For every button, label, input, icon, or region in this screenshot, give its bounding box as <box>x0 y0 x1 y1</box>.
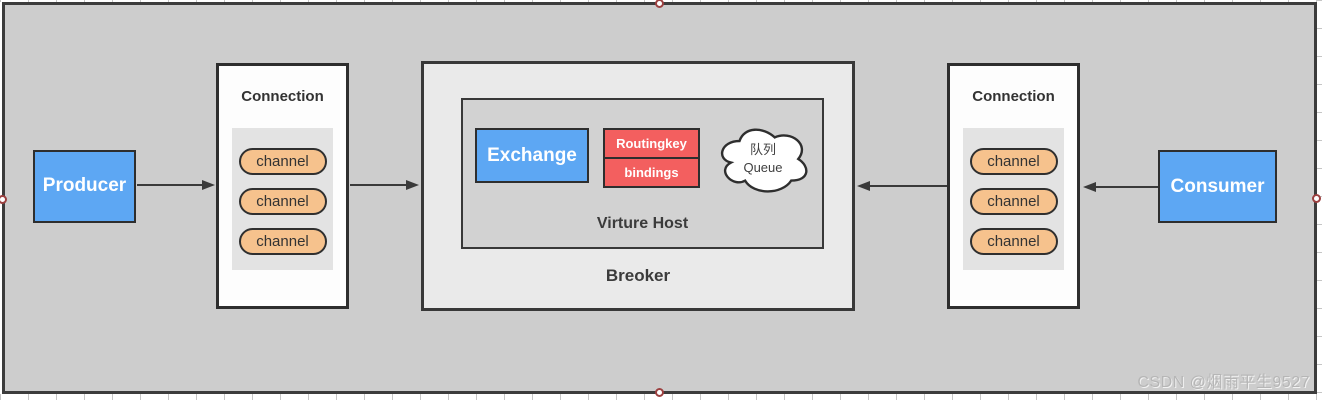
arrow-producer-to-connection <box>137 180 215 190</box>
connection-left-channel-panel: channel channel channel <box>232 128 333 270</box>
resize-handle-left[interactable] <box>0 195 7 204</box>
arrow-connection-to-broker <box>350 180 419 190</box>
producer-node: Producer <box>33 150 136 223</box>
watermark-text: CSDN @烟雨平生9527 <box>1137 374 1310 391</box>
resize-handle-top[interactable] <box>655 0 664 8</box>
channel-pill: channel <box>238 188 327 215</box>
queue-cloud-shape <box>720 128 808 193</box>
connection-left-title: Connection <box>241 88 324 105</box>
virtual-host-label: Virture Host <box>596 215 689 232</box>
arrow-connection-to-broker-left <box>857 181 947 191</box>
routing-node: Routingkey bindings <box>603 128 700 188</box>
resize-handle-bottom[interactable] <box>655 388 664 397</box>
routingkey-label: Routingkey <box>605 130 698 159</box>
producer-label: Producer <box>42 175 127 197</box>
arrow-consumer-to-connection <box>1083 182 1158 192</box>
consumer-node: Consumer <box>1158 150 1277 223</box>
channel-pill: channel <box>969 148 1058 175</box>
exchange-node: Exchange <box>475 128 589 183</box>
ruler-bottom <box>0 394 1322 400</box>
connection-right-channel-panel: channel channel channel <box>963 128 1064 270</box>
exchange-label: Exchange <box>487 144 577 166</box>
resize-handle-right[interactable] <box>1312 194 1321 203</box>
connection-right-node: Connection channel channel channel <box>947 63 1080 309</box>
broker-label: Breoker <box>605 266 671 285</box>
connection-left-node: Connection channel channel channel <box>216 63 349 309</box>
channel-pill: channel <box>969 188 1058 215</box>
connection-right-title: Connection <box>972 88 1055 105</box>
channel-pill: channel <box>969 228 1058 255</box>
queue-label-zh: 队列 <box>749 142 776 158</box>
queue-label: 队列 Queue <box>716 123 810 195</box>
bindings-label: bindings <box>624 165 679 180</box>
queue-label-en: Queue <box>743 160 783 175</box>
channel-pill: channel <box>238 148 327 175</box>
consumer-label: Consumer <box>1170 175 1265 197</box>
channel-pill: channel <box>238 228 327 255</box>
